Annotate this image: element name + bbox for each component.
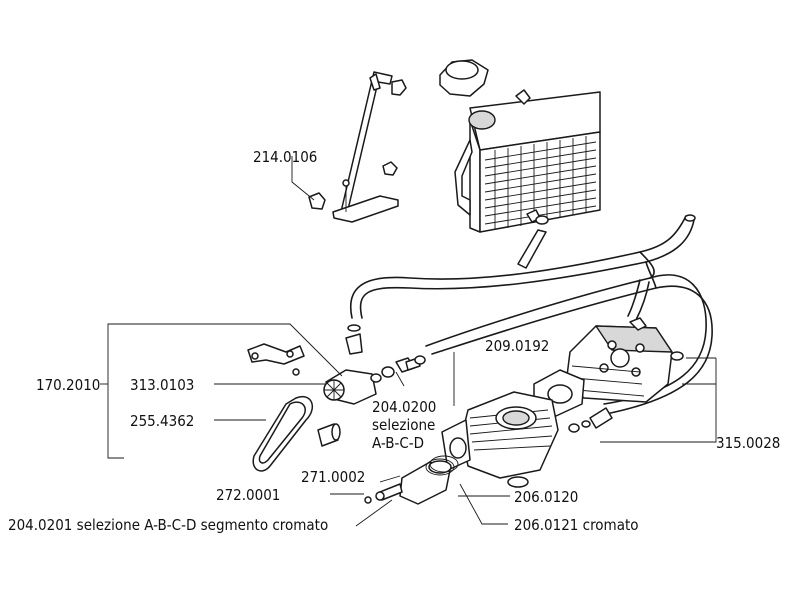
cylinder-assembly — [441, 369, 613, 488]
label-214-0106: 214.0106 — [253, 148, 317, 166]
label-272-0001: 272.0001 — [216, 486, 280, 504]
water-pump — [247, 324, 426, 405]
label-255-4362: 255.4362 — [130, 412, 194, 430]
label-204-0200: 204.0200 — [372, 398, 436, 416]
radiator — [439, 59, 601, 269]
label-313-0103: 313.0103 — [130, 376, 194, 394]
label-209-0192: 209.0192 — [485, 337, 549, 355]
label-271-0002: 271.0002 — [301, 468, 365, 486]
label-206-0121: 206.0121 cromato — [514, 516, 639, 534]
label-315-0028: 315.0028 — [716, 434, 780, 452]
label-204-0200-selezione: selezione — [372, 416, 435, 434]
label-170-2010: 170.2010 — [36, 376, 100, 394]
label-204-0201: 204.0201 selezione A-B-C-D segmento crom… — [8, 516, 328, 534]
radiator-mounting-bracket — [308, 71, 407, 223]
label-204-0200-abcd: A-B-C-D — [372, 434, 424, 452]
label-206-0120: 206.0120 — [514, 488, 578, 506]
cylinder-head — [565, 317, 684, 403]
piston-group — [317, 423, 459, 505]
coolant-hoses — [350, 214, 713, 415]
bracket-bolt-icon — [308, 192, 326, 210]
drive-belt — [252, 395, 314, 472]
leader-lines — [100, 156, 717, 527]
